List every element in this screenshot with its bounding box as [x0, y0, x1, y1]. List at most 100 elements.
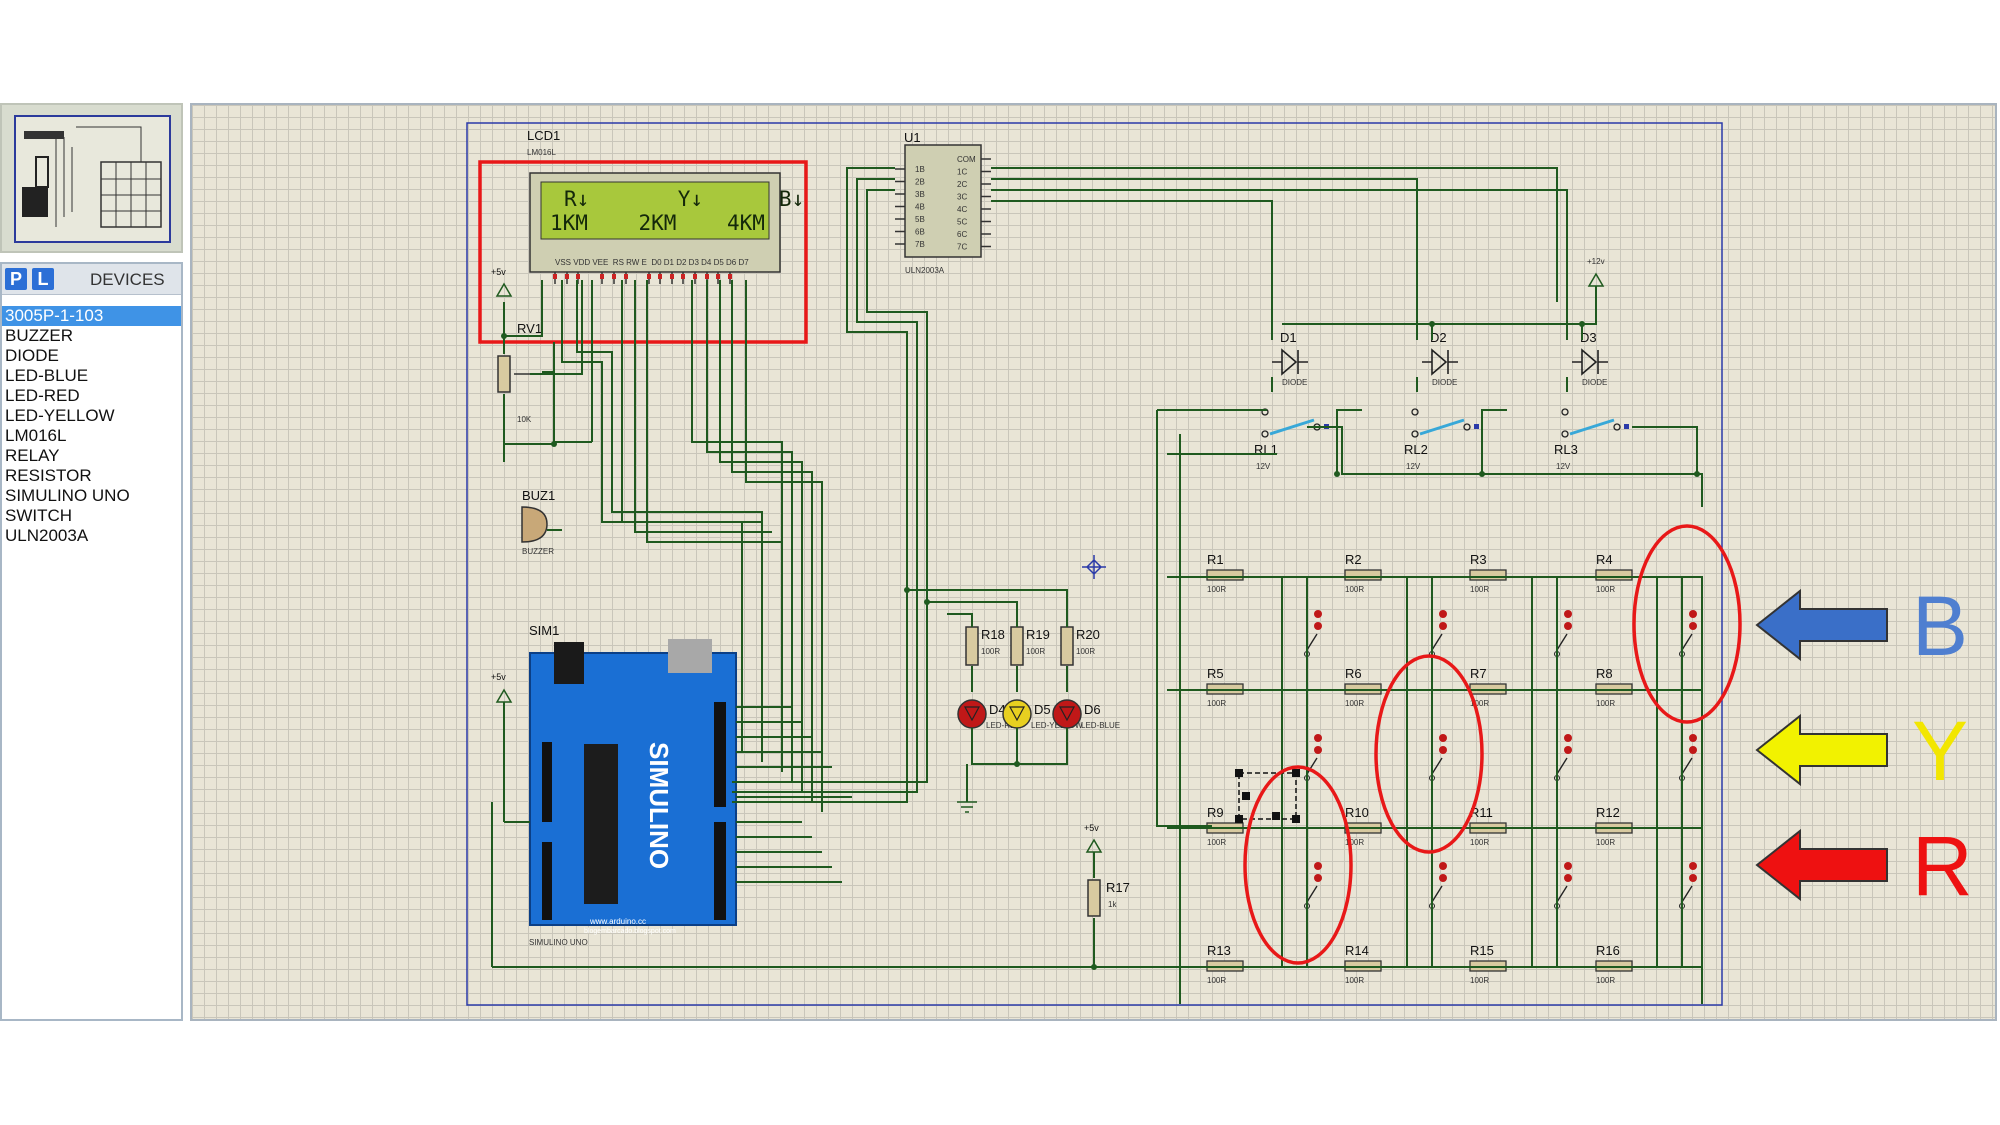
resistor-ref: R10 [1345, 805, 1369, 820]
resistor-ref: R1 [1207, 552, 1224, 567]
uln-pin-label: 5B [915, 215, 925, 224]
resistor-ref: R14 [1345, 943, 1369, 958]
push-switch[interactable] [1679, 862, 1698, 909]
devices-header: P L DEVICES [2, 264, 181, 295]
led-resistor-r18[interactable]: R18 100R [965, 626, 1005, 666]
device-item[interactable]: LM016L [5, 426, 67, 445]
selection-handles[interactable] [1235, 769, 1300, 823]
push-switch[interactable] [1679, 734, 1698, 781]
resistor-value: 100R [1470, 585, 1489, 594]
relay-value: 12V [1556, 462, 1571, 471]
led-resistor-value: 100R [981, 647, 1000, 656]
device-item[interactable]: DIODE [5, 346, 59, 365]
led-part: LED-YELLOW [1031, 721, 1083, 730]
resistor-ref: R6 [1345, 666, 1362, 681]
device-item[interactable]: ULN2003A [5, 526, 89, 545]
simulino-uno-board[interactable]: SIM1 +5v SIMULINO www.arduino.cc blogemb… [491, 623, 737, 947]
schematic-canvas[interactable]: LCD1 LM016L R↓ Y↓ B↓ 1KM 2KM 4KM VSS VDD… [190, 103, 1997, 1021]
overview-thumbnail[interactable] [14, 115, 171, 243]
resistor-value: 100R [1345, 838, 1364, 847]
resistor-r1[interactable]: R1 100R [1206, 552, 1244, 594]
lcd-display[interactable]: LCD1 LM016L R↓ Y↓ B↓ 1KM 2KM 4KM VSS VDD… [527, 128, 804, 284]
overview-panel[interactable] [0, 103, 183, 253]
device-item[interactable]: BUZZER [5, 326, 73, 345]
resistor-ref: R15 [1470, 943, 1494, 958]
resistor-r14[interactable]: R14 100R [1344, 943, 1382, 985]
device-item[interactable]: RESISTOR [5, 466, 92, 485]
resistor-ref: R16 [1596, 943, 1620, 958]
device-item[interactable]: LED-RED [5, 386, 80, 405]
led-resistor-ref: R18 [981, 627, 1005, 642]
resistor-value: 100R [1345, 976, 1364, 985]
resistor-ref: R7 [1470, 666, 1487, 681]
resistor-ref: R2 [1345, 552, 1362, 567]
potentiometer-rv1[interactable]: +5v RV1 10K [491, 267, 542, 424]
arduino-logo: SIMULINO [644, 742, 674, 869]
highlight-ellipse-y [1374, 654, 1484, 854]
diode-part: DIODE [1432, 378, 1457, 387]
resistor-ref: R11 [1470, 805, 1493, 820]
device-item[interactable]: LED-YELLOW [5, 406, 115, 425]
r17-supply: +5v [1084, 823, 1099, 833]
push-switch[interactable] [1304, 610, 1323, 657]
device-item[interactable]: 3005P-1-103 [2, 306, 181, 326]
resistor-r17[interactable]: +5v R17 1k [1084, 823, 1130, 917]
diode-ref: D1 [1280, 330, 1297, 345]
uln-pin-label: 2C [957, 180, 967, 189]
uln-pin-label: 5C [957, 218, 967, 227]
resistor-value: 100R [1470, 838, 1489, 847]
library-manager-button[interactable]: L [32, 268, 54, 290]
device-item[interactable]: SIMULINO UNO [5, 486, 130, 505]
device-item[interactable]: SWITCH [5, 506, 73, 525]
led-part: LED-RED [986, 721, 1021, 730]
crosshair-marker [1082, 555, 1106, 579]
uln-pin-label: 3B [915, 190, 925, 199]
sheet-border [466, 122, 1723, 1006]
uln-pin-label: 4B [915, 203, 925, 212]
resistor-ref: R13 [1207, 943, 1231, 958]
uln-pin-label: 1C [957, 168, 967, 177]
push-switch[interactable] [1679, 610, 1698, 657]
resistor-r11[interactable]: R11 100R [1469, 805, 1507, 847]
device-item[interactable]: RELAY [5, 446, 60, 465]
r17-ref: R17 [1106, 880, 1130, 895]
resistor-value: 100R [1470, 699, 1489, 708]
led-resistor-ref: R19 [1026, 627, 1050, 642]
push-switch[interactable] [1429, 734, 1448, 781]
relay-ref: RL3 [1554, 442, 1578, 457]
buzzer-buz1[interactable]: BUZ1 BUZZER [521, 488, 555, 556]
push-switch[interactable] [1554, 734, 1573, 781]
device-item[interactable]: LED-BLUE [5, 366, 89, 385]
pick-devices-button[interactable]: P [5, 268, 27, 290]
push-switch[interactable] [1554, 862, 1573, 909]
resistor-value: 100R [1207, 585, 1226, 594]
resistor-ref: R12 [1596, 805, 1620, 820]
resistor-value: 100R [1207, 699, 1226, 708]
